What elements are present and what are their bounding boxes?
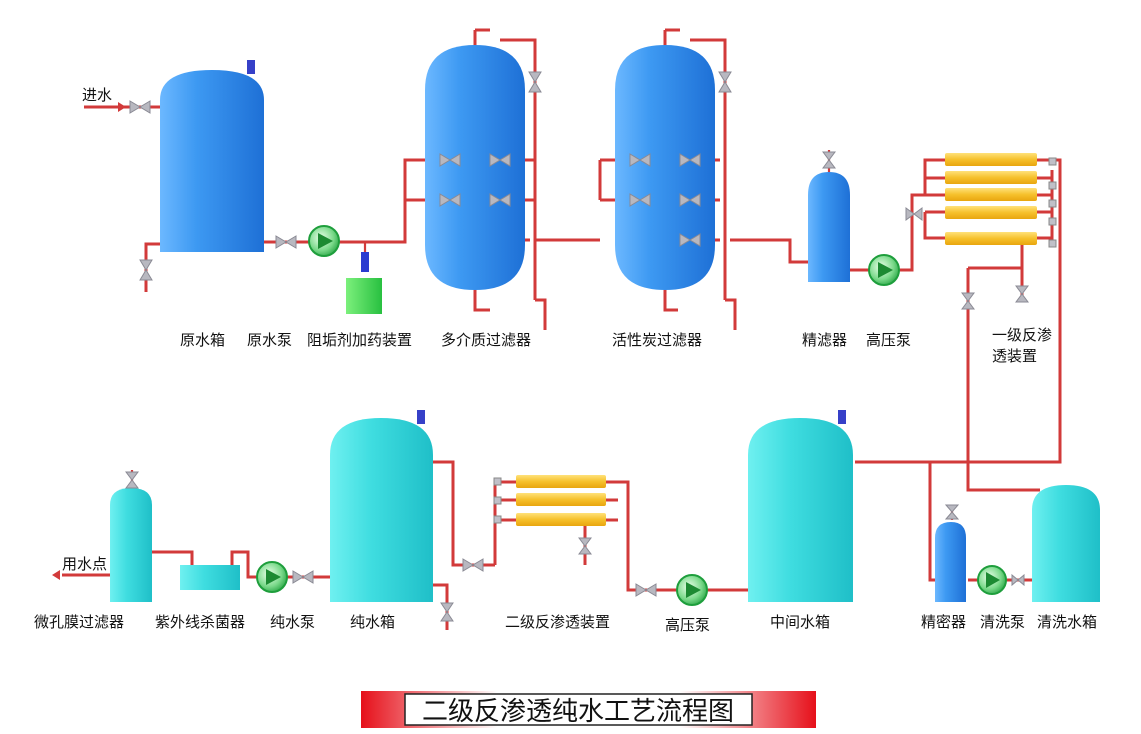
- multi-media-filter: [425, 45, 525, 290]
- raw-water-tank: [160, 60, 264, 252]
- clean-pump-label: 清洗泵: [980, 613, 1025, 631]
- uv-sterilizer: [180, 565, 240, 590]
- cleaning-water-tank: [1032, 485, 1100, 602]
- uv-label: 紫外线杀菌器: [155, 613, 245, 631]
- mid-tank-label: 中间水箱: [770, 613, 830, 631]
- pure-pump-label: 纯水泵: [270, 613, 315, 631]
- ro1-outlet-valves: [493, 157, 1057, 524]
- ro1-membranes: [945, 153, 1037, 245]
- valve-icons: [125, 71, 1029, 622]
- cleaning-pump-icon: [977, 565, 1007, 595]
- precision-filter-2: [935, 522, 966, 602]
- precision-filter-1: [808, 172, 850, 282]
- title-banner: 二级反渗透纯水工艺流程图: [361, 691, 816, 728]
- carbon-filter-label: 活性炭过滤器: [612, 331, 702, 349]
- pure-water-tank: [330, 410, 433, 602]
- activated-carbon-filter: [615, 45, 715, 290]
- flow-arrow-icons: [52, 102, 126, 580]
- dosing-label: 阻垢剂加药装置: [307, 331, 412, 349]
- diagram-title: 二级反渗透纯水工艺流程图: [422, 697, 734, 727]
- hp-pump-2-label: 高压泵: [665, 616, 710, 634]
- pump-icons: [256, 225, 1007, 606]
- precision-2-label: 精密器: [921, 613, 966, 631]
- ro2-membranes: [516, 475, 606, 526]
- use-point-label: 用水点: [62, 555, 107, 573]
- pure-tank-label: 纯水箱: [350, 613, 395, 631]
- pipes-bottom: [62, 460, 750, 630]
- hp-pump-1-icon: [868, 254, 900, 286]
- microporous-label: 微孔膜过滤器: [34, 613, 124, 631]
- ro2-label: 二级反渗透装置: [505, 613, 610, 631]
- microporous-filter: [110, 488, 152, 602]
- multi-media-label: 多介质过滤器: [441, 331, 531, 349]
- pure-water-pump-icon: [256, 561, 288, 593]
- ro1-label-line2: 透装置: [992, 347, 1037, 365]
- hp-pump-2-icon: [676, 574, 708, 606]
- dosing-device: [346, 252, 382, 314]
- raw-water-pump-icon: [308, 225, 340, 257]
- intermediate-water-tank: [748, 410, 853, 602]
- clean-tank-label: 清洗水箱: [1037, 613, 1097, 631]
- raw-pump-label: 原水泵: [247, 331, 292, 349]
- raw-tank-label: 原水箱: [180, 331, 225, 349]
- hp-pump-1-label: 高压泵: [866, 331, 911, 349]
- ro1-label-line1: 一级反渗: [992, 326, 1052, 344]
- inlet-label: 进水: [82, 86, 112, 104]
- precision-filter-label: 精滤器: [802, 331, 847, 349]
